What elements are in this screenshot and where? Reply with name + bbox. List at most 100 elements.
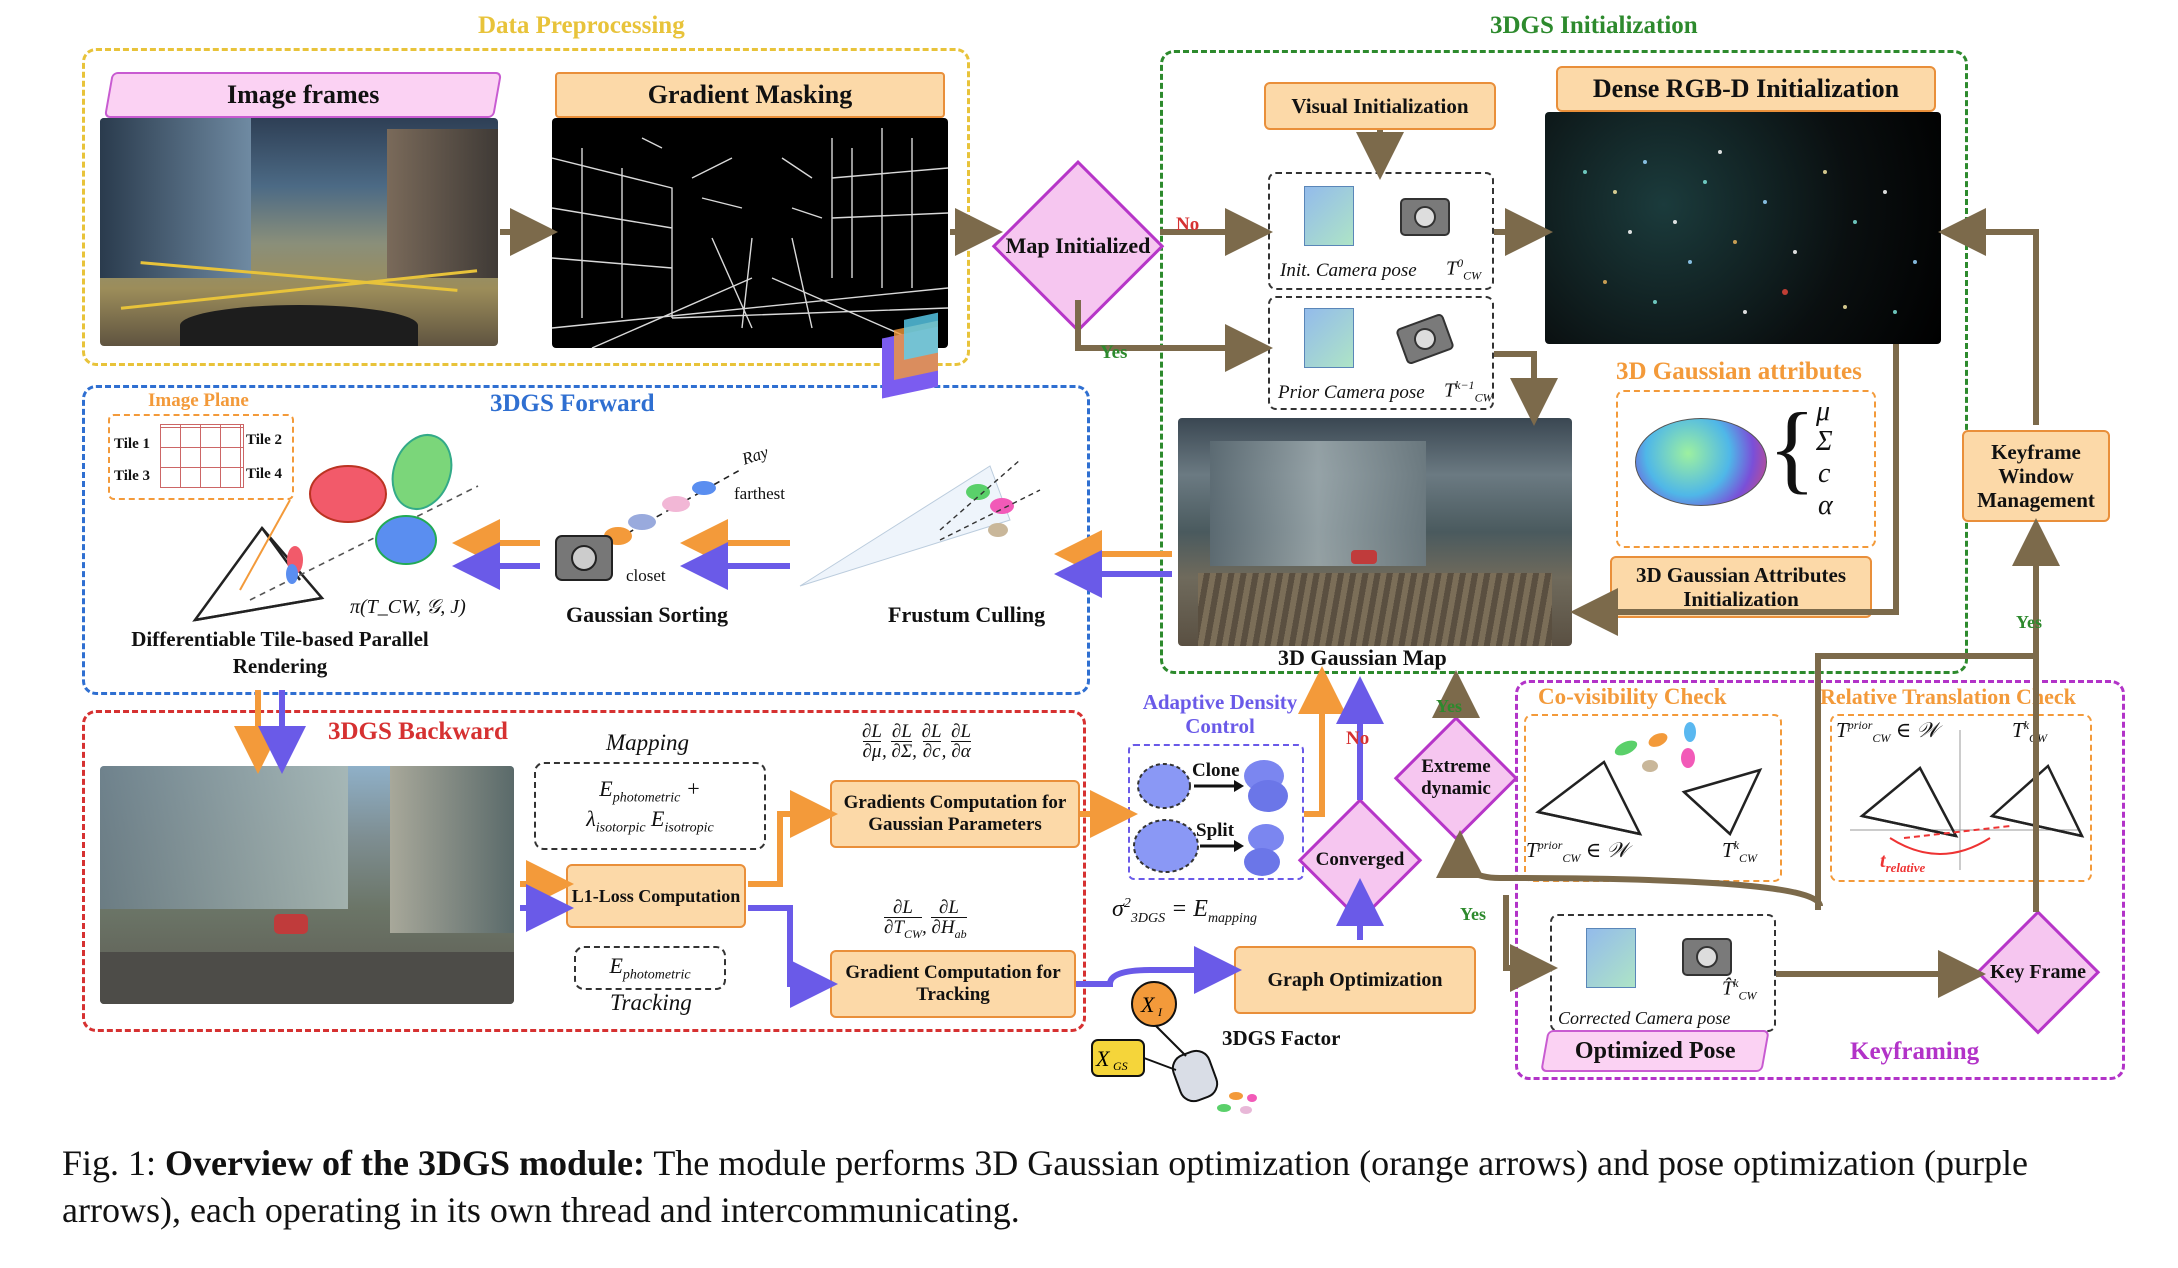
frame-planes-icon (1586, 928, 1636, 988)
figure-caption: Fig. 1: Overview of the 3DGS module: The… (62, 1140, 2142, 1234)
tile-4-label: Tile 4 (246, 466, 282, 482)
mapping-loss-formula: Ephotometric + λisotorpic Eisotropic (534, 762, 766, 850)
tile-2-label: Tile 2 (246, 432, 282, 448)
blue-gaussian (375, 515, 437, 565)
init-camera-pose-label: Init. Camera pose (1280, 260, 1417, 281)
backward-title: 3DGS Backward (328, 718, 508, 745)
gaussian-gradient-symbols: ∂L∂μ, ∂L∂Σ, ∂L∂c, ∂L∂α (862, 721, 972, 762)
yes-label-dynamic: Yes (1436, 696, 1462, 716)
preprocessing-title: Data Preprocessing (478, 12, 685, 39)
svg-text:X: X (1140, 992, 1156, 1017)
attr-mu: μ (1816, 396, 1831, 427)
factor-label: 3DGS Factor (1222, 1026, 1341, 1050)
svg-text:I: I (1157, 1005, 1163, 1019)
point-cloud (1583, 150, 1917, 314)
gradient-mask-image (552, 118, 948, 348)
svg-text:X: X (1095, 1046, 1111, 1071)
ellipsoid-icon (1635, 418, 1767, 506)
prior-camera-pose-box: Prior Camera pose Tk−1CW (1268, 296, 1494, 410)
farthest-label: farthest (734, 484, 785, 503)
diff-render-label: Differentiable Tile-based Parallel Rende… (131, 627, 429, 679)
caption-text: The module performs 3D Gaussian optimiza… (62, 1143, 2028, 1230)
rendered-image (100, 766, 514, 1004)
grad-gaussian-box: Gradients Computation for Gaussian Param… (830, 780, 1080, 848)
dense-rgbd-image (1545, 112, 1941, 344)
mapping-label: Mapping (606, 730, 690, 755)
tracking-loss-formula: Ephotometric (574, 946, 726, 990)
visual-init-box: Visual Initialization (1264, 82, 1496, 130)
image-plane-title: Image Plane (148, 390, 249, 411)
initialization-title: 3DGS Initialization (1490, 12, 1698, 39)
gradient-masking-box: Gradient Masking (555, 72, 945, 118)
tile-1-label: Tile 1 (114, 436, 150, 452)
gaussian-map-label: 3D Gaussian Map (1278, 645, 1447, 670)
svg-text:GS: GS (1113, 1059, 1128, 1073)
t-relative-label: trelative (1880, 850, 1926, 875)
frame-planes-icon (1304, 308, 1354, 368)
dense-rgbd-box: Dense RGB-D Initialization (1556, 66, 1936, 112)
gaussian-attributes-init-box: 3D Gaussian Attributes Initialization (1610, 556, 1872, 618)
covis-check-title: Co-visibility Check (1538, 684, 1727, 709)
corrected-camera-pose-box: T̂kCW Corrected Camera pose (1550, 914, 1776, 1032)
caption-prefix: Fig. 1: (62, 1143, 166, 1183)
yes-label-map: Yes (1100, 342, 1128, 363)
preprocessing-frame (82, 48, 970, 366)
sigma-mapping-formula: σ23DGS = Emapping (1112, 896, 1257, 926)
extreme-dynamic-diamond: Extreme dynamic (1394, 716, 1518, 840)
camera-icon (1400, 198, 1450, 236)
attributes-brace: { (1768, 392, 1816, 503)
yes-label-keyframe: Yes (2016, 612, 2042, 632)
covis-current-symbol: TkCW (1722, 838, 1758, 866)
closet-label: closet (626, 566, 666, 585)
converged-diamond: Converged (1298, 798, 1422, 922)
covis-prior-symbol: TpriorCW ∈ 𝒲 (1526, 838, 1629, 866)
camera-icon (1682, 938, 1732, 976)
initialization-frame (1160, 50, 1968, 674)
prior-camera-pose-label: Prior Camera pose (1278, 382, 1425, 403)
frame-planes-icon (1304, 186, 1354, 246)
red-gaussian (309, 465, 387, 523)
corrected-pose-symbol: T̂kCW (1722, 976, 1757, 1003)
gaussian-sorting-label: Gaussian Sorting (566, 602, 728, 627)
rel-trans-check-frame (1830, 714, 2092, 882)
init-pose-symbol: T0CW (1446, 256, 1482, 283)
t-relative-sub: relative (1885, 860, 1926, 875)
gaussian-map-image (1178, 418, 1572, 646)
green-gaussian (391, 434, 453, 510)
render-function: π(T_CW, 𝒢, J) (350, 596, 466, 618)
adaptive-density-title: Adaptive Density Control (1142, 690, 1298, 739)
keyframing-title: Keyframing (1850, 1038, 1980, 1065)
no-label-converged: No (1346, 728, 1370, 749)
keyframe-window-box: Keyframe Window Management (1962, 430, 2110, 522)
key-frame-diamond: Key Frame (1976, 910, 2100, 1034)
gaussian-attributes-frame (1616, 390, 1876, 548)
rel-prior-symbol: TpriorCW ∈ 𝒲 (1836, 718, 1939, 746)
attr-c: c (1818, 458, 1831, 489)
street-image (100, 118, 498, 346)
attr-sigma: Σ (1816, 426, 1833, 457)
caption-bold: Overview of the 3DGS module: (165, 1143, 645, 1183)
l1-loss-box: L1-Loss Computation (566, 864, 746, 928)
forward-title: 3DGS Forward (490, 390, 655, 417)
image-plane-frame (108, 414, 294, 500)
graph-optimization-box: Graph Optimization (1234, 946, 1476, 1014)
clone-label: Clone (1192, 760, 1240, 781)
backward-frame (82, 710, 1086, 1032)
frustum-culling-label: Frustum Culling (888, 602, 1046, 627)
corrected-pose-label: Corrected Camera pose (1558, 1008, 1731, 1028)
grad-tracking-box: Gradient Computation for Tracking (830, 950, 1076, 1018)
map-initialized-diamond: Map Initialized (992, 160, 1164, 332)
tile-3-label: Tile 3 (114, 468, 150, 484)
culling-frustum (799, 312, 1041, 587)
no-label-map: No (1176, 214, 1200, 235)
split-label: Split (1196, 820, 1235, 841)
yes-label-corrected: Yes (1460, 904, 1486, 924)
edge-pattern (552, 128, 948, 348)
gaussian-attributes-title: 3D Gaussian attributes (1616, 358, 1862, 385)
prior-pose-symbol: Tk−1CW (1444, 378, 1493, 405)
